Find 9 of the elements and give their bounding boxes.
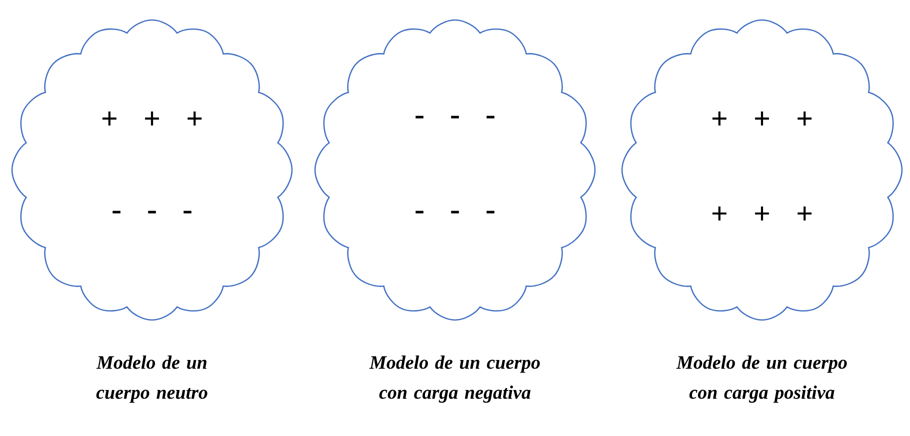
charge-signs: + + +	[712, 112, 812, 126]
charge-signs: - - -	[112, 210, 192, 214]
charge-signs: - - -	[416, 210, 494, 214]
charge-signs: + + +	[102, 112, 202, 126]
node-label: Modelo de un cuerpo con carga negativa	[369, 356, 540, 403]
charge-signs: + + +	[712, 206, 812, 220]
charge-signs: - - -	[416, 116, 494, 118]
node-label: Modelo de un cuerpo con carga positiva	[676, 356, 847, 403]
node-label: Modelo de un cuerpo neutro	[96, 356, 208, 403]
